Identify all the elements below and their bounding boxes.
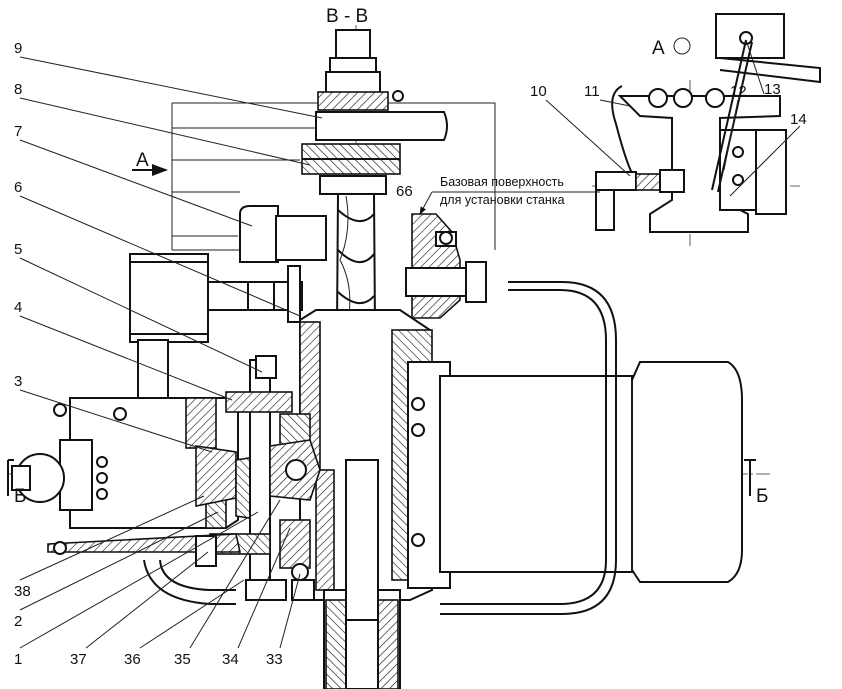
callout-38: 38 [14, 583, 31, 600]
callout-11: 11 [584, 83, 600, 100]
callout-33: 33 [266, 651, 283, 668]
cut-label-left: Б [14, 486, 26, 507]
callout-14: 14 [790, 111, 807, 128]
callout-5: 5 [14, 241, 22, 258]
cut-label-right: Б [756, 486, 768, 507]
callout-6: 6 [14, 179, 22, 196]
callout-12: 12 [730, 83, 747, 100]
section-title: В - В [326, 6, 368, 27]
bracket-7 [239, 205, 279, 263]
labels: В - В А А Б Б 66 Базовая поверхность для… [14, 6, 807, 668]
callout-34: 34 [222, 651, 239, 668]
callout-2: 2 [14, 613, 22, 630]
motor-body [439, 375, 633, 573]
callout-10: 10 [530, 83, 547, 100]
housing-box-6 [129, 253, 209, 343]
handle-lever-9 [315, 111, 448, 141]
main-section-view [8, 25, 770, 689]
callout-36: 36 [124, 651, 141, 668]
leader-lines [7, 37, 801, 649]
callout-37: 37 [70, 651, 87, 668]
top-nut [335, 29, 371, 61]
detail-view-a [592, 13, 821, 246]
callout-7: 7 [14, 123, 22, 140]
dimension-66: 66 [396, 183, 413, 200]
callout-8: 8 [14, 81, 22, 98]
callout-3: 3 [14, 373, 22, 390]
callout-1: 1 [14, 651, 22, 668]
rail-bracket [617, 95, 781, 233]
view-label-a-detail: А [652, 38, 665, 59]
view-label-a: А [136, 150, 149, 171]
lever-arm-38 [47, 533, 241, 553]
callout-35: 35 [174, 651, 191, 668]
callout-9: 9 [14, 40, 22, 57]
machine-frame-outline [171, 102, 496, 250]
right-flange [411, 213, 461, 319]
base-surface-note-line2: для установки станка [440, 193, 565, 207]
base-surface-note-line1: Базовая поверхность [440, 175, 564, 189]
screw-10 [595, 171, 637, 191]
handle-11 [611, 85, 637, 181]
motor-handle [440, 289, 607, 605]
callout-13: 13 [764, 81, 781, 98]
callout-4: 4 [14, 299, 22, 316]
